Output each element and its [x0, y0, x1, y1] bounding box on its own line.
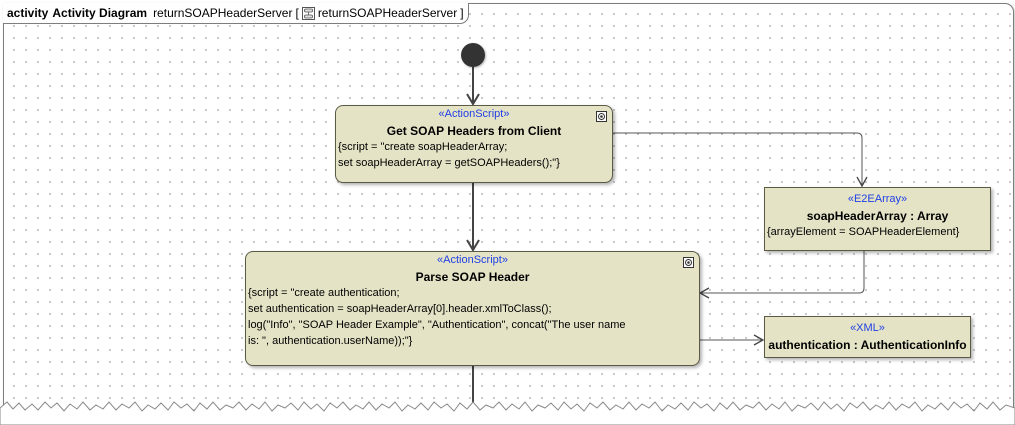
- action-get-soap-headers[interactable]: «ActionScript» Get SOAP Headers from Cli…: [335, 105, 613, 183]
- action-stereotype: «ActionScript»: [437, 254, 508, 266]
- diagram-type-label: Activity Diagram: [52, 6, 148, 20]
- action-stereotype: «ActionScript»: [438, 108, 510, 120]
- object-stereotype: «XML»: [850, 322, 885, 334]
- subactivity-icon: [683, 257, 694, 268]
- action-name: Get SOAP Headers from Client: [386, 124, 562, 138]
- initial-node[interactable]: [461, 43, 485, 67]
- object-name: soapHeaderArray : Array: [806, 209, 949, 223]
- diagram-title-tab: activity Activity Diagram returnSOAPHead…: [3, 3, 469, 24]
- action-script-body: {script = "create soapHeaderArray; set s…: [338, 141, 560, 169]
- action-script-body: {script = "create authentication; set au…: [248, 287, 626, 347]
- object-stereotype: «E2EArray»: [847, 193, 908, 205]
- subactivity-icon: [596, 111, 607, 122]
- object-node-soap-header-array[interactable]: «E2EArray» soapHeaderArray : Array {arra…: [764, 187, 991, 251]
- torn-edge: [0, 401, 1015, 425]
- object-name: authentication : AuthenticationInfo: [768, 338, 967, 352]
- object-flow-array-to-parse: [698, 251, 865, 299]
- activity-icon: [301, 6, 315, 20]
- action-parse-soap-header[interactable]: «ActionScript» Parse SOAP Header {script…: [245, 251, 700, 366]
- context-name: returnSOAPHeaderServer: [317, 6, 458, 20]
- object-tagged-value: {arrayElement = SOAPHeaderElement}: [767, 226, 960, 238]
- context-close-bracket: ]: [460, 6, 464, 20]
- object-node-authentication[interactable]: «XML» authentication : AuthenticationInf…: [764, 316, 971, 358]
- diagram-name: returnSOAPHeaderServer: [153, 6, 293, 20]
- context-open-bracket: [: [295, 6, 299, 20]
- object-flow-get-headers-to-array: [613, 132, 868, 188]
- action-name: Parse SOAP Header: [415, 270, 530, 284]
- frame-kind-keyword: activity: [7, 6, 49, 20]
